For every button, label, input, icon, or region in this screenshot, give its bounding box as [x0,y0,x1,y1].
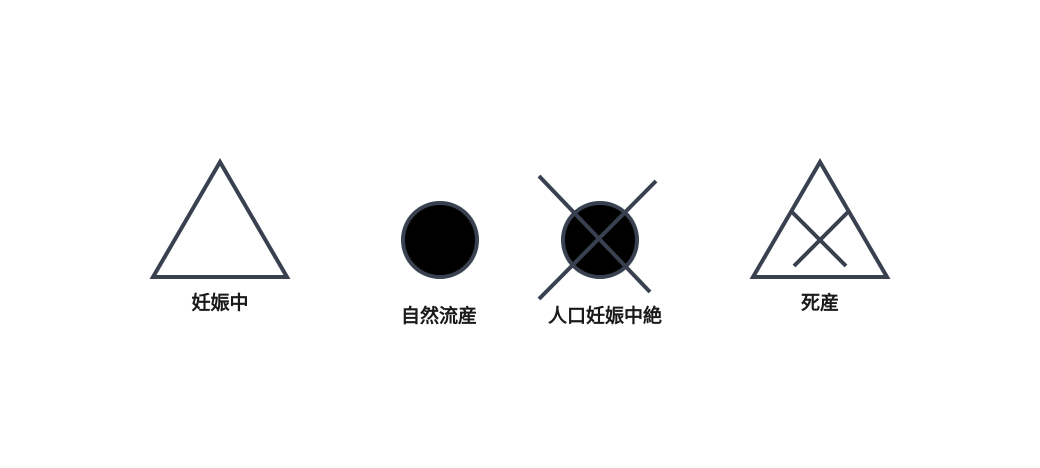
triangle-icon [149,158,291,279]
cross-line-icon [537,174,652,294]
filled-circle-icon [401,201,479,279]
cross-line-icon [792,210,850,268]
legend-item-stillbirth: 死産 [749,158,891,314]
legend-label-pregnancy: 妊娠中 [191,291,248,314]
legend-item-miscarriage: 自然流産 [401,201,479,327]
legend-label-stillbirth: 死産 [801,291,839,314]
legend-item-abortion: 人口妊娠中絶 [537,174,662,327]
legend-item-pregnancy: 妊娠中 [149,158,291,314]
legend-label-miscarriage: 自然流産 [401,304,477,327]
cross-line-icon [537,179,658,301]
crossed-triangle-icon [749,158,891,279]
legend-label-abortion: 人口妊娠中絶 [548,304,662,327]
